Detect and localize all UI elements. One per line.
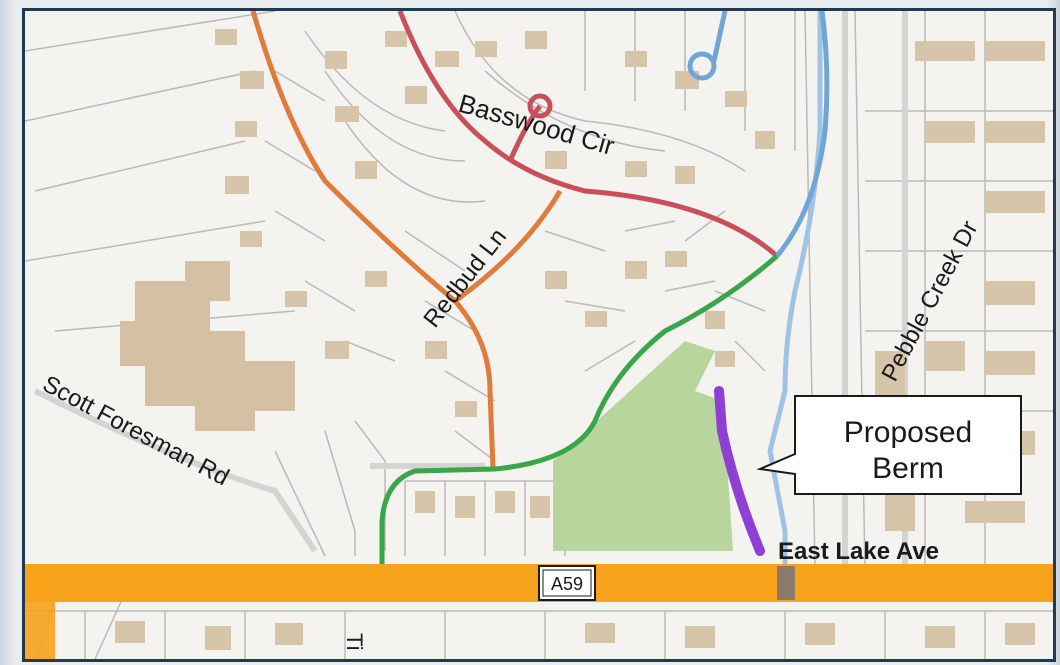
red-route-spur bbox=[507, 93, 553, 162]
highway-crossing bbox=[777, 566, 795, 600]
park-area bbox=[553, 341, 733, 551]
map-panel: A59 Basswood Cir Redbud Ln Pebble Creek … bbox=[22, 8, 1056, 662]
callout-text: Proposed Berm bbox=[795, 403, 1021, 499]
street-label-partial: Ti bbox=[342, 633, 367, 651]
school-building bbox=[120, 261, 295, 431]
callout-line-1: Proposed bbox=[843, 416, 973, 449]
highway-ramp bbox=[25, 571, 55, 659]
callout-line-2: Berm bbox=[872, 452, 944, 485]
route-shield-label: A59 bbox=[551, 574, 583, 594]
map-canvas: A59 Basswood Cir Redbud Ln Pebble Creek … bbox=[25, 11, 1053, 659]
red-route bbox=[397, 11, 779, 258]
orange-route bbox=[250, 11, 496, 470]
orange-route-redbud bbox=[453, 189, 563, 304]
street-label-east-lake: East Lake Ave bbox=[778, 538, 939, 565]
green-route bbox=[379, 254, 779, 564]
highway-shield-icon: A59 bbox=[538, 565, 596, 601]
blue-route-loop bbox=[687, 11, 728, 81]
building-footprints bbox=[115, 29, 1045, 650]
parcel-lines bbox=[25, 11, 1053, 659]
callout-bubble[interactable] bbox=[756, 395, 1022, 495]
blue-route bbox=[775, 11, 830, 258]
proposed-berm-line bbox=[714, 386, 765, 556]
